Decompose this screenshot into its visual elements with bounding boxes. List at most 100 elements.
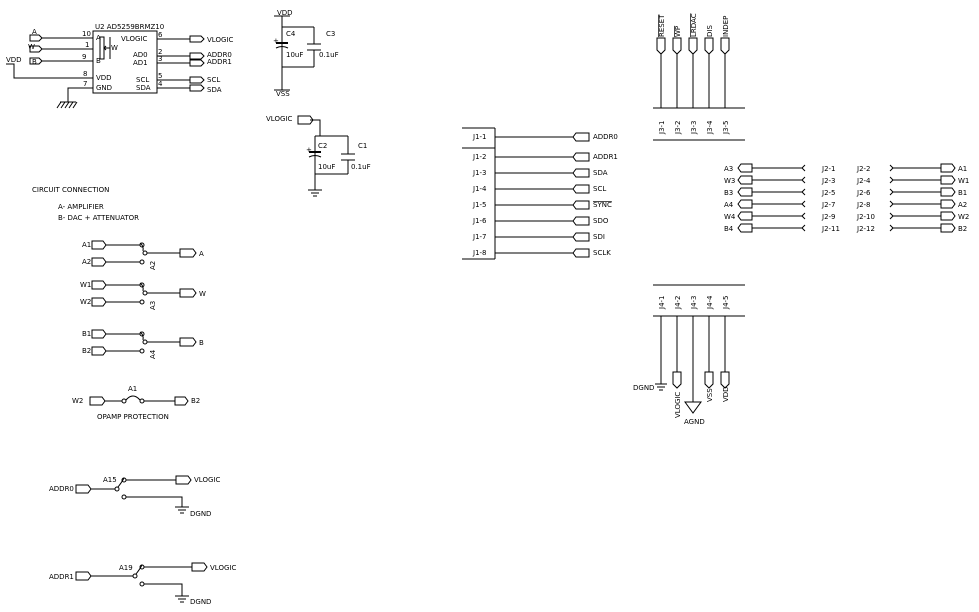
j1-net-label: ADDR1 (593, 153, 618, 161)
j2-right-net-label: W1 (958, 177, 969, 185)
u2-chip: U2 AD5259BRMZ10 A W B VDD GND VLOGIC AD0… (6, 23, 233, 109)
svg-text:SDA: SDA (136, 84, 151, 92)
svg-text:8: 8 (83, 70, 87, 78)
j1-net-flag (572, 200, 590, 210)
agnd-symbol (684, 401, 702, 414)
j4-net-flag (720, 371, 730, 389)
j1-net-flag (572, 132, 590, 142)
j2-left-flag (737, 187, 753, 197)
addr1-link: ADDR1 A19 VLOGIC DGND (49, 562, 236, 606)
svg-text:A: A (32, 28, 37, 36)
caps-vdd-vss: VDD + C4 10uF C3 0.1uF VSS (273, 9, 339, 98)
svg-text:A1: A1 (128, 385, 137, 393)
j2-left-flag (737, 163, 753, 173)
svg-text:GND: GND (96, 84, 112, 92)
j1-net-label: SDA (593, 169, 608, 177)
svg-text:7: 7 (83, 80, 87, 88)
svg-text:10uF: 10uF (318, 163, 335, 171)
j3-net-label: WP (674, 26, 682, 37)
link-w: W1 W2 W A3 (80, 280, 206, 310)
svg-text:W: W (199, 290, 206, 298)
net-vdd-label: VDD (6, 56, 22, 64)
j4-pin-label: J4-2 (674, 296, 682, 311)
j2-left-flag (737, 175, 753, 185)
j2-left-flag (737, 211, 753, 221)
j4-net-dgnd: DGND (633, 384, 654, 392)
svg-text:A2: A2 (149, 261, 157, 270)
svg-text:VLOGIC: VLOGIC (207, 36, 233, 44)
svg-text:A15: A15 (103, 476, 117, 484)
svg-text:10uF: 10uF (286, 51, 303, 59)
j2-right-flag (940, 163, 956, 173)
svg-text:AD1: AD1 (133, 59, 148, 67)
j2-right-flag (940, 211, 956, 221)
j1-pin-label: J1-5 (472, 201, 487, 209)
j2-left-net-label: B4 (724, 225, 734, 233)
svg-text:A4: A4 (149, 349, 157, 359)
j2-left-pin-label: J2-11 (821, 225, 840, 233)
j1-net-flag (572, 168, 590, 178)
svg-text:9: 9 (82, 53, 86, 61)
j1-pin-label: J1-6 (472, 217, 487, 225)
j3-net-flag (656, 37, 666, 55)
net-flag-a (29, 34, 43, 42)
svg-text:SDA: SDA (207, 86, 222, 94)
svg-text:A: A (199, 250, 204, 258)
j1-net-label: ADDR0 (593, 133, 618, 141)
svg-text:10: 10 (82, 30, 91, 38)
j4-net-agnd: AGND (684, 418, 705, 426)
svg-text:1: 1 (85, 41, 89, 49)
svg-text:SCL: SCL (207, 76, 220, 84)
svg-text:DGND: DGND (190, 598, 211, 606)
j1-pin-label: J1-2 (472, 153, 487, 161)
j1-net-flag (572, 184, 590, 194)
j2-right-pin-label: J2-6 (856, 189, 871, 197)
j1-net-flag (572, 232, 590, 242)
j3-net-flag (720, 37, 730, 55)
svg-text:B: B (96, 57, 101, 65)
svg-text:DGND: DGND (190, 510, 211, 518)
j1-net-label: SCL (593, 185, 606, 193)
j2-right-flag (940, 175, 956, 185)
j3-pin-label: J3-3 (690, 121, 698, 136)
j2-left-net-label: W4 (724, 213, 736, 221)
net-flag-b (29, 57, 43, 65)
j3-net-flag (688, 37, 698, 55)
j2-right-net-label: A1 (958, 165, 967, 173)
u2-title: U2 AD5259BRMZ10 (95, 23, 164, 31)
svg-text:VLOGIC: VLOGIC (194, 476, 220, 484)
svg-text:B: B (199, 339, 204, 347)
u2-body (92, 30, 158, 94)
j3-net-label: DIS (706, 25, 714, 37)
svg-text:W2: W2 (72, 397, 83, 405)
svg-text:VLOGIC: VLOGIC (266, 115, 292, 123)
svg-text:W1: W1 (80, 281, 91, 289)
j1-pin-label: J1-3 (472, 169, 487, 177)
j2-right-net-label: W2 (958, 213, 969, 221)
j4-net-flag (704, 371, 714, 389)
svg-text:0.1uF: 0.1uF (319, 51, 339, 59)
j2-left-net-label: W3 (724, 177, 735, 185)
svg-text:C2: C2 (318, 142, 327, 150)
svg-text:+: + (273, 37, 279, 45)
svg-text:2: 2 (158, 48, 162, 56)
j2-right-pin-label: J2-12 (856, 225, 875, 233)
j4-pin-label: J4-5 (722, 296, 730, 311)
j1-net-flag (572, 216, 590, 226)
j4-net-vlogic: VLOGIC (674, 392, 682, 418)
j2-left-net-label: A4 (724, 201, 734, 209)
j3-pin-label: J3-1 (658, 121, 666, 136)
j1-pin-label: J1-1 (472, 133, 487, 141)
j2-right-net-label: B2 (958, 225, 967, 233)
j2-left-flag (737, 199, 753, 209)
j4-pin-label: J4-3 (690, 296, 698, 311)
svg-text:0.1uF: 0.1uF (351, 163, 371, 171)
svg-text:AD0: AD0 (133, 51, 148, 59)
j2-right-net-label: B1 (958, 189, 967, 197)
j2-left-flag (737, 223, 753, 233)
svg-text:SCL: SCL (136, 76, 149, 84)
j1-net-flag (572, 152, 590, 162)
svg-text:A2: A2 (82, 258, 91, 266)
